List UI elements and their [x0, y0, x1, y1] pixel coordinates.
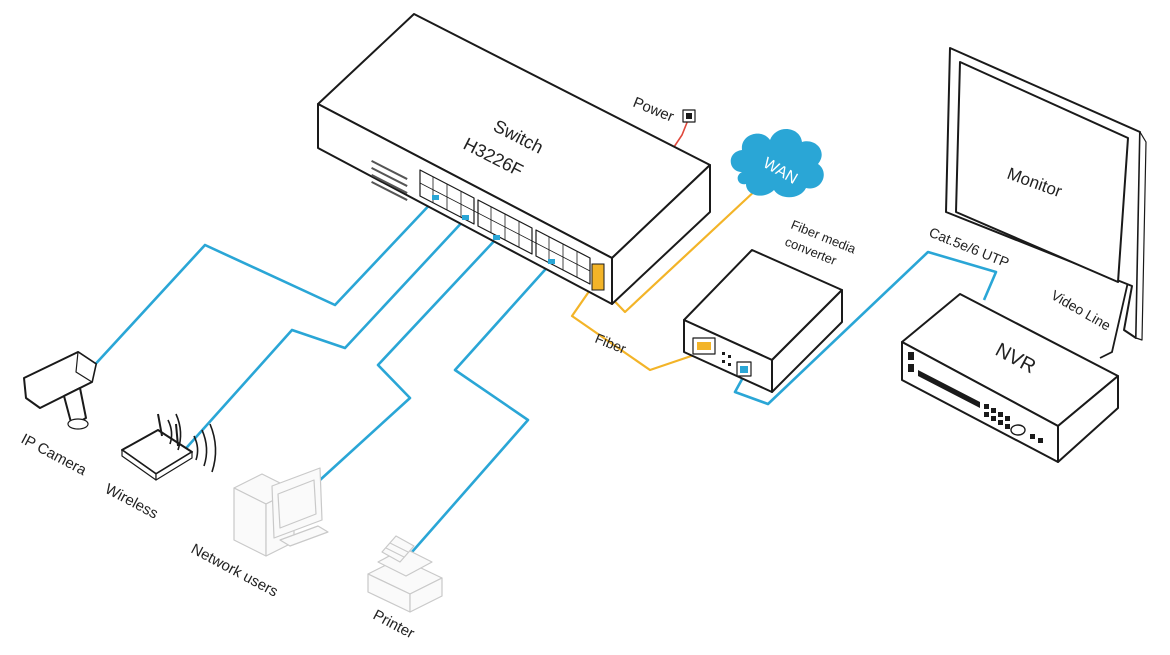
video-line-label: Video Line — [1049, 287, 1114, 334]
nvr — [901, 293, 1119, 463]
switch-ports — [419, 169, 605, 291]
cable-video-line — [1099, 281, 1129, 359]
ip-camera-label: IP Camera — [18, 431, 90, 480]
sfp-ports — [591, 263, 605, 291]
fiber-media-converter — [683, 249, 843, 393]
fiber-label: Fiber — [593, 330, 629, 357]
camera-lens — [75, 351, 97, 383]
monitor — [945, 47, 1147, 341]
switch-side — [611, 164, 711, 305]
power-socket — [682, 109, 696, 123]
monitor-edge — [1135, 131, 1147, 341]
router-top — [121, 429, 193, 475]
printer — [367, 535, 443, 613]
camera-mount — [63, 387, 87, 427]
cable-media-converter-to-nvr — [733, 250, 998, 406]
monitor-screen — [955, 61, 1129, 283]
cable-ip-camera — [89, 197, 437, 371]
ip-camera — [23, 351, 97, 430]
wifi-signal-icon — [167, 413, 217, 473]
switch: Switch H3226F — [317, 13, 711, 305]
cable-wireless — [179, 217, 467, 456]
cable-network-users — [319, 237, 498, 481]
cable-fiber — [570, 289, 704, 372]
wireless-router — [121, 413, 217, 481]
wireless-label: Wireless — [102, 481, 161, 523]
port-connectors — [432, 195, 555, 264]
network-users-pc — [233, 467, 329, 557]
switch-vents — [371, 160, 408, 201]
cable-printer — [411, 261, 553, 553]
nvr-front-panel — [908, 352, 1043, 443]
nvr-side — [1057, 375, 1119, 463]
wan-cloud — [730, 128, 824, 198]
power-label: Power — [631, 94, 677, 126]
converter-side — [771, 289, 843, 393]
cable-power — [671, 119, 689, 151]
